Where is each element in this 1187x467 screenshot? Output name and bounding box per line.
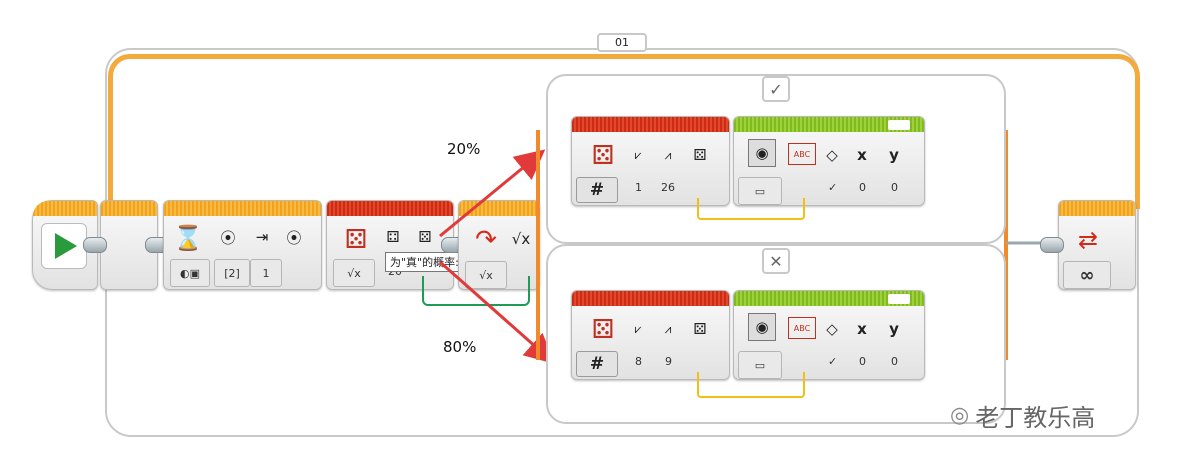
min-icon: ⩗ bbox=[634, 321, 642, 336]
min-icon: ⩗ bbox=[634, 147, 642, 162]
number-mode-selector[interactable]: # bbox=[576, 351, 618, 377]
loop-wire bbox=[108, 54, 1140, 209]
switch-mode-selector[interactable]: √x bbox=[465, 261, 507, 289]
sensor-icon: ⦿ bbox=[286, 228, 302, 247]
folder-mode-selector[interactable]: ▭ bbox=[738, 177, 782, 205]
start-block[interactable] bbox=[32, 200, 98, 290]
true-case-tab[interactable]: ✓ bbox=[762, 76, 790, 102]
eraser-icon: ◇ bbox=[826, 146, 838, 164]
dice-mode-icon: ⚃ bbox=[386, 228, 400, 246]
eraser-icon: ◇ bbox=[826, 320, 838, 338]
check-value[interactable]: ✓ bbox=[828, 355, 838, 368]
connector-plug bbox=[1040, 237, 1064, 253]
dice-icon: ⚄ bbox=[591, 315, 615, 345]
dice-icon: ⚄ bbox=[591, 141, 615, 171]
data-wire bbox=[422, 276, 530, 306]
bottom-display-block[interactable]: ◉ ABC ◇ x y ▭ ✓ 0 0 bbox=[733, 290, 925, 380]
top-random-block[interactable]: ⚄ ⩗ ⩘ ⚄ # 1 26 bbox=[571, 116, 730, 206]
logic-icon: √x bbox=[511, 230, 531, 248]
max-value[interactable]: 26 bbox=[661, 181, 675, 194]
value-field[interactable]: 1 bbox=[250, 259, 282, 287]
top-display-block[interactable]: ◉ ABC ◇ x y ▭ ✓ 0 0 bbox=[733, 116, 925, 206]
port-field[interactable]: [2] bbox=[214, 259, 250, 287]
arrow-to-true bbox=[439, 149, 546, 238]
max-value[interactable]: 9 bbox=[665, 355, 672, 368]
connector-plug bbox=[83, 237, 107, 253]
max-icon: ⩘ bbox=[664, 147, 672, 162]
y-value[interactable]: 0 bbox=[891, 355, 898, 368]
display-badge bbox=[888, 294, 910, 304]
x-value[interactable]: 0 bbox=[859, 181, 866, 194]
watermark: ◎ 老丁教乐高 bbox=[950, 400, 1096, 432]
start-bar bbox=[33, 201, 97, 216]
random-block[interactable]: ⚄ ⚃ ⚄ √x 20 bbox=[326, 200, 454, 290]
play-icon bbox=[55, 233, 77, 259]
compare-icon: ⇥ bbox=[255, 228, 269, 246]
check-value[interactable]: ✓ bbox=[828, 181, 838, 194]
max-icon: ⩘ bbox=[664, 321, 672, 336]
abc-icon: ABC bbox=[788, 143, 816, 165]
number-mode-selector[interactable]: # bbox=[576, 177, 618, 203]
false-case-tab[interactable]: ✕ bbox=[762, 248, 790, 274]
folder-mode-selector[interactable]: ▭ bbox=[738, 351, 782, 379]
dice-icon: ⚄ bbox=[344, 225, 368, 255]
mode-selector[interactable]: ◐▣ bbox=[170, 259, 210, 287]
hourglass-icon: ⌛ bbox=[173, 224, 203, 252]
min-value[interactable]: 1 bbox=[635, 181, 642, 194]
min-value[interactable]: 8 bbox=[635, 355, 642, 368]
arrow-to-false bbox=[439, 260, 555, 364]
x-value[interactable]: 0 bbox=[859, 355, 866, 368]
loop-icon: ⇄ bbox=[1077, 226, 1099, 254]
y-value[interactable]: 0 bbox=[891, 181, 898, 194]
display-icon: ◉ bbox=[748, 139, 776, 167]
dice-output-icon: ⚄ bbox=[418, 228, 432, 246]
loop-count-mode[interactable]: ∞ bbox=[1063, 261, 1111, 289]
display-icon: ◉ bbox=[748, 313, 776, 341]
y-label: y bbox=[889, 320, 899, 338]
watermark-text: 老丁教乐高 bbox=[975, 403, 1096, 432]
display-badge bbox=[888, 120, 910, 130]
percentage-bottom: 80% bbox=[443, 338, 477, 356]
x-label: x bbox=[857, 146, 867, 164]
switch-icon: ↷ bbox=[475, 225, 497, 255]
y-label: y bbox=[889, 146, 899, 164]
loop-name-tab[interactable]: 01 bbox=[597, 33, 647, 52]
wait-block[interactable]: ⌛ ⦿ ⇥ ⦿ ◐▣ [2] 1 bbox=[163, 200, 322, 290]
data-wire bbox=[697, 198, 805, 220]
data-wire bbox=[697, 372, 805, 398]
dice-output-icon: ⚄ bbox=[693, 146, 707, 164]
abc-icon: ABC bbox=[788, 317, 816, 339]
dice-output-icon: ⚄ bbox=[693, 320, 707, 338]
bottom-random-block[interactable]: ⚄ ⩗ ⩘ ⚄ # 8 9 bbox=[571, 290, 730, 380]
logic-mode-selector[interactable]: √x bbox=[333, 259, 375, 287]
wechat-icon: ◎ bbox=[950, 402, 970, 428]
loop-end-block[interactable]: ⇄ ∞ bbox=[1058, 200, 1136, 290]
probability-tooltip: 为"真"的概率: 20 bbox=[385, 252, 482, 272]
percentage-top: 20% bbox=[447, 140, 481, 158]
x-label: x bbox=[857, 320, 867, 338]
sensor-icon: ⦿ bbox=[220, 228, 236, 247]
